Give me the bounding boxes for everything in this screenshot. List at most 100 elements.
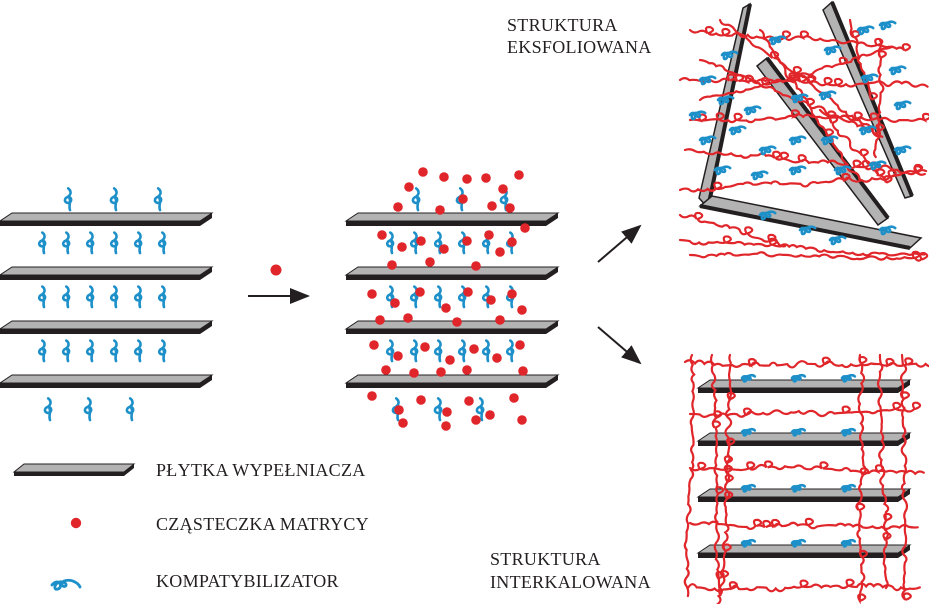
compatibilizer-chain bbox=[409, 231, 419, 255]
intercalated-label-line1: STRUKTURA bbox=[490, 549, 601, 569]
matrix-particle bbox=[416, 236, 426, 246]
compatibilizer-chain bbox=[125, 397, 135, 422]
matrix-particle bbox=[495, 247, 505, 257]
compatibilizer-chain bbox=[878, 20, 897, 31]
compatibilizer-chain bbox=[61, 339, 71, 363]
matrix-particle bbox=[481, 173, 491, 183]
matrix-polymer-chain bbox=[872, 38, 887, 159]
matrix-particle bbox=[484, 230, 494, 240]
compatibilizer-chain bbox=[860, 73, 879, 84]
compatibilizer-chain bbox=[790, 373, 807, 383]
compatibilizer-chain bbox=[716, 95, 735, 106]
matrix-particle bbox=[436, 367, 446, 377]
matrix-particle bbox=[270, 264, 282, 276]
matrix-polymer-chain bbox=[678, 163, 928, 193]
arrow-down-right bbox=[597, 326, 642, 365]
matrix-polymer-chain bbox=[678, 73, 929, 88]
matrix-particle bbox=[442, 407, 452, 417]
matrix-particle bbox=[517, 305, 527, 315]
compatibilizer-chain bbox=[61, 285, 71, 309]
compatibilizer-chain bbox=[85, 285, 95, 309]
compatibilizer-chain bbox=[411, 187, 421, 212]
matrix-particle bbox=[517, 415, 527, 425]
compatibilizer-chain bbox=[698, 135, 717, 146]
legend-platelet-swatch bbox=[12, 463, 136, 473]
process-arrows bbox=[248, 224, 642, 365]
compatibilizer-chain bbox=[409, 339, 419, 363]
matrix-particle bbox=[464, 396, 474, 406]
matrix-particle bbox=[518, 366, 528, 376]
matrix-particle bbox=[415, 287, 425, 297]
matrix-particle bbox=[520, 223, 530, 233]
matrix-particle bbox=[498, 184, 508, 194]
compatibilizer-chain bbox=[698, 75, 717, 86]
matrix-particle bbox=[381, 365, 391, 375]
matrix-particle bbox=[486, 295, 496, 305]
matrix-particle bbox=[507, 289, 517, 299]
matrix-particle bbox=[509, 393, 519, 403]
compatibilizer-chain bbox=[893, 145, 912, 156]
platelet-edge bbox=[346, 267, 558, 280]
matrix-particle bbox=[441, 303, 451, 313]
matrix-particle bbox=[505, 203, 515, 213]
compatibilizer-chain bbox=[433, 285, 443, 309]
compatibilizer-chain bbox=[740, 427, 757, 437]
matrix-particle bbox=[471, 261, 481, 271]
compatibilizer-chain bbox=[788, 165, 807, 176]
compatibilizer-chain bbox=[133, 231, 143, 255]
matrix-particle bbox=[439, 172, 449, 182]
matrix-polymer-chain bbox=[688, 250, 929, 262]
exfoliated-structure bbox=[678, 0, 929, 262]
compatibilizer-chain bbox=[758, 210, 777, 221]
filler-platelet bbox=[344, 374, 560, 384]
matrix-polymer-chain bbox=[683, 356, 929, 369]
compatibilizer-chain bbox=[840, 373, 857, 383]
platelet-edge bbox=[0, 213, 212, 226]
compatibilizer-chain bbox=[790, 93, 809, 104]
matrix-polymer-chain bbox=[688, 109, 929, 124]
compatibilizer-chain bbox=[475, 397, 485, 422]
matrix-particle bbox=[377, 230, 387, 240]
matrix-particle bbox=[507, 237, 517, 247]
compatibilizer-chain bbox=[37, 285, 47, 309]
filler-platelet bbox=[0, 266, 214, 276]
matrix-polymer-chain bbox=[855, 353, 870, 605]
matrix-polymer-chain bbox=[683, 148, 926, 176]
matrix-polymer-chain bbox=[678, 211, 787, 248]
matrix-particle bbox=[462, 236, 472, 246]
matrix-particle bbox=[458, 194, 468, 204]
matrix-particle bbox=[393, 202, 403, 212]
compatibilizer-chain bbox=[840, 427, 857, 437]
matrix-polymer-chain bbox=[688, 460, 925, 476]
intercalated-label-line2: INTERKALOWANA bbox=[490, 572, 651, 592]
initial-stack bbox=[0, 187, 282, 422]
legend-platelet-label: PŁYTKA WYPEŁNIACZA bbox=[156, 460, 366, 480]
compatibilizer-chain bbox=[790, 427, 807, 437]
legend bbox=[12, 463, 136, 591]
platelet-edge bbox=[0, 267, 212, 280]
matrix-particle bbox=[394, 405, 404, 415]
matrix-particle bbox=[420, 342, 430, 352]
compatibilizer-chain bbox=[37, 231, 47, 255]
platelet-edge bbox=[0, 321, 212, 334]
platelet-edge bbox=[346, 375, 558, 388]
compatibilizer-chain bbox=[499, 187, 509, 212]
matrix-polymer-chain bbox=[686, 578, 921, 593]
compatibilizer-chain bbox=[768, 35, 787, 46]
compatibilizer-chain bbox=[109, 187, 119, 212]
matrix-polymer-chain bbox=[688, 401, 922, 418]
compatibilizer-chain bbox=[433, 397, 443, 422]
matrix-particle bbox=[445, 355, 455, 365]
matrix-particle bbox=[367, 391, 377, 401]
platelet-edge bbox=[698, 489, 910, 502]
compatibilizer-chain bbox=[720, 50, 739, 61]
matrix-particle bbox=[70, 517, 82, 529]
compatibilizer-chain bbox=[820, 135, 839, 146]
compatibilizer-chain bbox=[63, 187, 73, 212]
matrix-particle bbox=[439, 244, 449, 254]
filler-platelet bbox=[344, 212, 560, 222]
compatibilizer-chain bbox=[385, 285, 395, 309]
matrix-particle bbox=[514, 170, 524, 180]
compatibilizer-chain bbox=[788, 135, 807, 146]
compatibilizer-chain bbox=[740, 483, 757, 493]
